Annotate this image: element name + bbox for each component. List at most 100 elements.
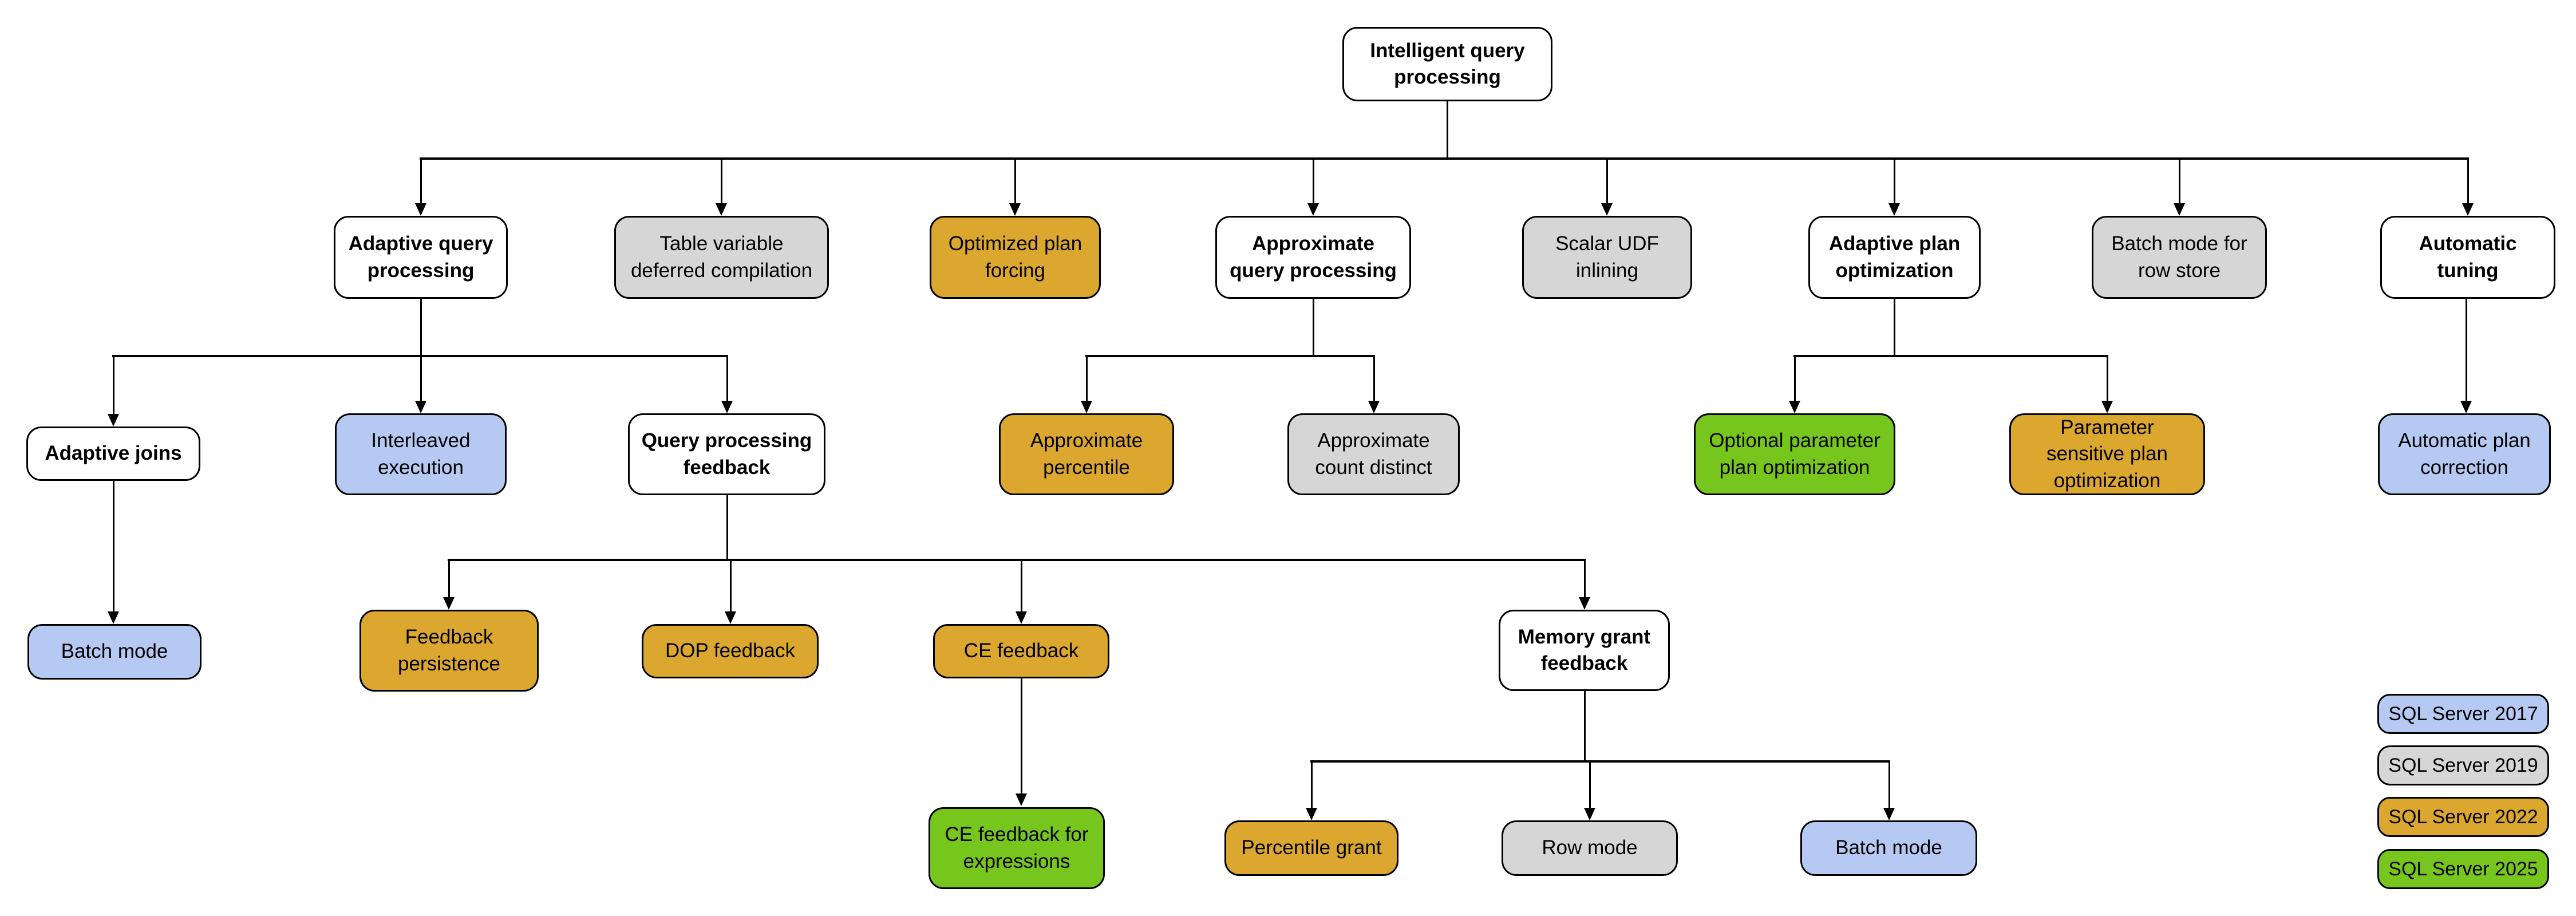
arrowhead-down: [1009, 203, 1021, 216]
node-label: Optional parameter plan optimization: [1709, 429, 1880, 479]
connector-drop: [1794, 356, 1796, 402]
arrowhead-down: [108, 611, 119, 624]
node-label: DOP feedback: [665, 639, 795, 662]
connector-drop: [1584, 560, 1586, 598]
node-label: Batch mode: [1835, 836, 1942, 859]
connector-drop: [1021, 678, 1022, 795]
node-automatic-plan-correction: Automatic plan correction: [2378, 413, 2551, 495]
arrowhead-down: [415, 203, 426, 216]
arrowhead-down: [1789, 401, 1800, 413]
node-batch-mode-memory-grant: Batch mode: [1800, 820, 1977, 876]
node-ce-feedback: CE feedback: [933, 624, 1109, 678]
connector-feeder: [1584, 691, 1586, 761]
connector-feeder: [726, 495, 728, 560]
connector-drop: [1086, 356, 1088, 402]
node-label: Intelligent query processing: [1370, 39, 1525, 88]
connector-drop: [1894, 159, 1895, 204]
connector-drop: [2466, 299, 2467, 402]
arrowhead-down: [1306, 808, 1317, 820]
node-batch-mode-adaptive-joins: Batch mode: [27, 624, 202, 680]
connector-drop: [730, 560, 732, 613]
connector-drop: [721, 159, 722, 204]
connector-drop: [2467, 159, 2469, 204]
arrowhead-down: [108, 414, 119, 427]
legend-label: SQL Server 2019: [2388, 754, 2538, 776]
node-label: Adaptive plan optimization: [1828, 232, 1961, 282]
node-feedback-persistence: Feedback persistence: [359, 610, 539, 692]
connector-drop: [113, 356, 114, 415]
connector-drop: [113, 481, 114, 613]
connector-feeder: [1313, 299, 1314, 356]
node-approximate-count-distinct: Approximate count distinct: [1287, 413, 1460, 495]
arrowhead-down: [1307, 203, 1319, 216]
connector-bus: [1310, 760, 1890, 763]
node-scalar-udf-inlining: Scalar UDF inlining: [1522, 216, 1692, 299]
node-adaptive-query-processing: Adaptive query processing: [334, 216, 508, 299]
legend-sql-server-2022: SQL Server 2022: [2377, 797, 2549, 837]
connector-drop: [2179, 159, 2180, 204]
node-label: Feedback persistence: [398, 626, 500, 675]
node-label: Adaptive joins: [45, 442, 182, 465]
connector-bus: [1793, 355, 2108, 357]
connector-drop: [448, 560, 450, 598]
node-label: Percentile grant: [1241, 836, 1382, 859]
node-optional-parameter-plan-optimization: Optional parameter plan optimization: [1694, 413, 1895, 495]
connector-drop: [1014, 159, 1016, 204]
node-label: Row mode: [1542, 836, 1638, 859]
legend-sql-server-2017: SQL Server 2017: [2377, 694, 2549, 734]
node-adaptive-plan-optimization: Adaptive plan optimization: [1808, 216, 1981, 299]
node-table-variable-deferred-compilation: Table variable deferred compilation: [614, 216, 829, 299]
connector-drop: [1888, 761, 1890, 809]
arrowhead-down: [1883, 808, 1895, 820]
arrowhead-down: [1016, 793, 1027, 806]
legend-label: SQL Server 2025: [2388, 858, 2538, 880]
node-dop-feedback: DOP feedback: [642, 624, 819, 678]
connector-bus: [448, 559, 1586, 561]
arrowhead-down: [1584, 808, 1595, 820]
arrowhead-down: [415, 401, 426, 413]
node-label: Approximate count distinct: [1315, 429, 1432, 479]
node-label: Approximate query processing: [1230, 232, 1397, 282]
node-batch-mode-for-row-store: Batch mode for row store: [2092, 216, 2267, 299]
connector-root-feeder: [1447, 101, 1448, 159]
connector-drop: [1606, 159, 1608, 204]
node-label: Batch mode: [61, 640, 168, 663]
arrowhead-down: [1579, 597, 1590, 610]
arrowhead-down: [725, 611, 736, 624]
node-memory-grant-feedback: Memory grant feedback: [1499, 610, 1670, 691]
connector-feeder: [1894, 299, 1895, 356]
connector-bus-level2: [420, 157, 2469, 160]
node-row-mode: Row mode: [1502, 820, 1678, 876]
connector-drop: [1313, 159, 1314, 204]
node-label: Batch mode for row store: [2111, 232, 2247, 282]
arrowhead-down: [1368, 401, 1380, 413]
node-label: Scalar UDF inlining: [1555, 232, 1659, 282]
legend-label: SQL Server 2017: [2388, 702, 2538, 725]
connector-drop: [1311, 761, 1313, 809]
connector-drop: [1589, 761, 1591, 809]
node-label: CE feedback: [963, 639, 1079, 662]
legend-sql-server-2025: SQL Server 2025: [2377, 849, 2549, 889]
node-query-processing-feedback: Query processing feedback: [628, 413, 825, 495]
node-intelligent-query-processing: Intelligent query processing: [1342, 27, 1552, 101]
node-label: Automatic plan correction: [2398, 429, 2531, 479]
connector-drop: [2107, 356, 2108, 402]
arrowhead-down: [2174, 203, 2185, 216]
arrowhead-down: [1081, 401, 1092, 413]
node-percentile-grant: Percentile grant: [1224, 820, 1398, 876]
node-automatic-tuning: Automatic tuning: [2380, 216, 2555, 299]
node-label: Query processing feedback: [641, 429, 812, 479]
connector-drop: [1373, 356, 1375, 402]
arrowhead-down: [716, 203, 727, 216]
arrowhead-down: [2462, 203, 2474, 216]
arrowhead-down: [1016, 611, 1027, 624]
node-ce-feedback-for-expressions: CE feedback for expressions: [929, 807, 1105, 889]
connector-drop: [420, 159, 422, 204]
connector-drop: [726, 356, 728, 402]
connector-drop: [1021, 560, 1022, 613]
legend-label: SQL Server 2022: [2388, 806, 2538, 828]
node-label: Parameter sensitive plan optimization: [2046, 416, 2168, 492]
connector-feeder: [420, 299, 422, 356]
connector-drop: [420, 356, 422, 402]
